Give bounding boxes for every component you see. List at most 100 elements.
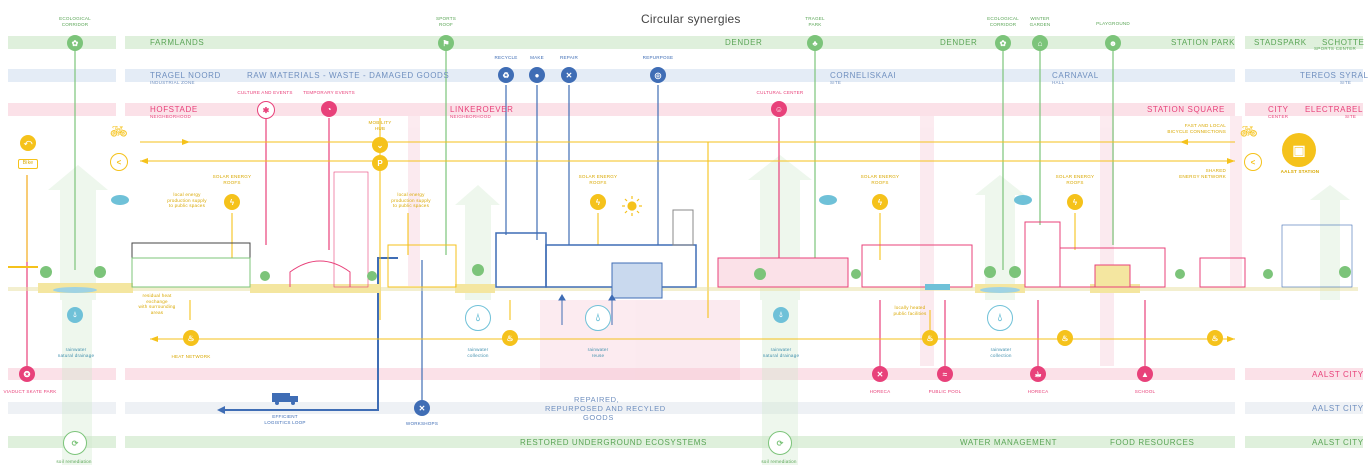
label-playground: PLAYGROUND [1096, 21, 1130, 26]
small-arrows [558, 294, 616, 325]
energy-lines [26, 118, 1235, 342]
label-aalst-station: AALST STATION [1280, 169, 1320, 174]
band-label: AALST CITY [1312, 438, 1364, 447]
label-repair: REPAIR [560, 55, 578, 60]
label-culture-events: CULTURE AND EVENTS [237, 90, 293, 95]
band-label: TRAGEL NOORD [150, 71, 221, 80]
leaf-icon: ✿ [995, 35, 1011, 51]
clock-icon: ◔ [321, 101, 337, 117]
bulb-icon: ● [529, 67, 545, 83]
band-sublabel: SPORTS CENTER [1314, 46, 1357, 51]
band-label: STATION SQUARE [1147, 105, 1225, 114]
water-drop-icon: 💧︎ [585, 305, 611, 331]
leaf-icon: ✿ [67, 35, 83, 51]
soil-cycle-icon: ⟳ [768, 431, 792, 455]
band-sublabel: NEIGHBORHOOD [150, 114, 192, 119]
bicycle-icon: 🚲︎ [1240, 123, 1258, 139]
band-label: STADSPARK [1254, 38, 1307, 47]
tools-icon: ✕ [414, 400, 430, 416]
band-label: DENDER [725, 38, 763, 47]
flame-icon: ♨ [1207, 330, 1223, 346]
share-icon: < [1244, 153, 1262, 171]
band-sublabel: SITE [1345, 114, 1357, 119]
runner-icon: ⚑ [438, 35, 454, 51]
band-label: STATION PARK [1171, 38, 1236, 47]
band-label: AALST CITY [1312, 370, 1364, 379]
band-label: REPURPOSED AND RECYLED [545, 404, 666, 413]
share-icon: < [110, 153, 128, 171]
label-heat-network: HEAT NETWORK [171, 354, 211, 359]
band-bottom3 [8, 436, 1363, 448]
band-sublabel: HALL [1052, 80, 1065, 85]
band-row1 [8, 36, 1363, 49]
label-soil: soil remediation [761, 459, 797, 464]
band-label: GOODS [583, 413, 614, 422]
train-icon: ▣ [1282, 133, 1316, 167]
band-sublabel: CENTER [1268, 114, 1289, 119]
band-sublabel: SITE [830, 80, 842, 85]
band-bottom1 [8, 368, 1363, 380]
water-drop-icon: 💧︎ [773, 307, 789, 323]
band-row3 [8, 103, 1363, 116]
sun-icon [622, 196, 642, 216]
ground [8, 266, 1358, 293]
playground-icon: ☻ [1105, 35, 1121, 51]
band-label: CORNELISKAAI [830, 71, 897, 80]
tools-icon: ✕ [561, 67, 577, 83]
soil-cycle-icon: ⟳ [63, 431, 87, 455]
label-school: SCHOOL [1134, 389, 1156, 394]
band-sublabel: INDUSTRIAL ZONE [150, 80, 195, 85]
pool-icon: ≈ [937, 366, 953, 382]
band-label: REPAIRED, [574, 395, 620, 404]
band-sublabel: SITE [1340, 80, 1352, 85]
flame-icon: ♨ [922, 330, 938, 346]
band-label: AALST CITY [1312, 404, 1364, 413]
water-drop-icon: 💧︎ [987, 305, 1013, 331]
label-horeca: HORECA [1027, 389, 1049, 394]
band-sublabel: NEIGHBORHOOD [450, 114, 492, 119]
label-horeca: HORECA [869, 389, 891, 394]
repurpose-icon: ◎ [650, 67, 666, 83]
label-soil: soil remediation [56, 459, 92, 464]
page-title: Circular synergies [641, 12, 741, 26]
band-label: HOFSTADE [150, 105, 198, 114]
label-public-pool: PUBLIC POOL [928, 389, 962, 394]
flame-icon: ♨ [502, 330, 518, 346]
label-temporary-events: TEMPORARY EVENTS [303, 90, 355, 95]
skate-icon: ✪ [19, 366, 35, 382]
lightning-icon: ϟ [1067, 194, 1083, 210]
masks-icon: ☺ [771, 101, 787, 117]
bicycle-icon: 🚲︎ [110, 123, 128, 139]
band-label: ELECTRABEL [1305, 105, 1364, 114]
chevron-down-icon: ⌄ [372, 137, 388, 153]
park-icon: ♣ [807, 35, 823, 51]
band-label: CARNAVAL [1052, 71, 1099, 80]
band-label: FARMLANDS [150, 38, 205, 47]
events-icon: ✱ [257, 101, 275, 119]
band-label: RESTORED UNDERGROUND ECOSYSTEMS [520, 438, 707, 447]
band-row2 [8, 69, 1363, 82]
band-label: DENDER [940, 38, 978, 47]
lightning-icon: ϟ [224, 194, 240, 210]
label-make: MAKE [530, 55, 544, 60]
band-label: TEREOS SYRAL [1300, 71, 1369, 80]
recycle-icon: ♻ [498, 67, 514, 83]
band-label: SCHOTTE [1322, 38, 1365, 47]
band-label: CITY [1268, 105, 1289, 114]
